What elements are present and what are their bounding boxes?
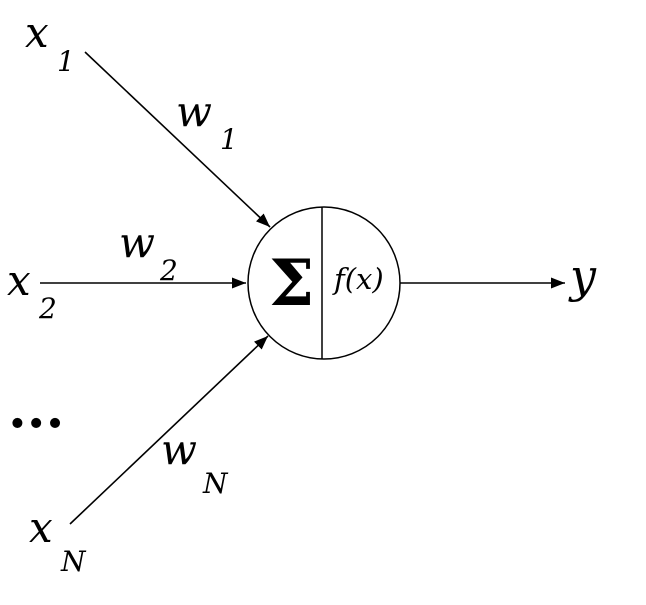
output-label-y: y: [568, 249, 597, 303]
weight-label-wN-subscript: N: [202, 467, 229, 500]
input-label-xN-subscript: N: [60, 545, 87, 578]
input-label-x2: x: [7, 256, 31, 305]
edge-x1-to-neuron: [84, 51, 271, 228]
summation-symbol: Σ: [269, 246, 314, 321]
weight-label-w2: w: [119, 218, 155, 267]
activation-function-label: f(x): [332, 262, 384, 296]
input-label-x2-subscript: 2: [38, 292, 57, 325]
inputs-ellipsis: ...: [8, 376, 64, 440]
weight-label-w2-subscript: 2: [159, 254, 178, 287]
input-label-xN: x: [29, 503, 53, 552]
edge-xN-to-neuron: [69, 335, 269, 525]
weight-label-wN: w: [161, 425, 197, 474]
weight-label-w1: w: [176, 87, 212, 136]
input-label-x1-subscript: 1: [57, 45, 75, 78]
input-label-x1: x: [25, 8, 49, 57]
weight-label-w1-subscript: 1: [220, 123, 238, 156]
neuron-body: [247, 206, 401, 360]
